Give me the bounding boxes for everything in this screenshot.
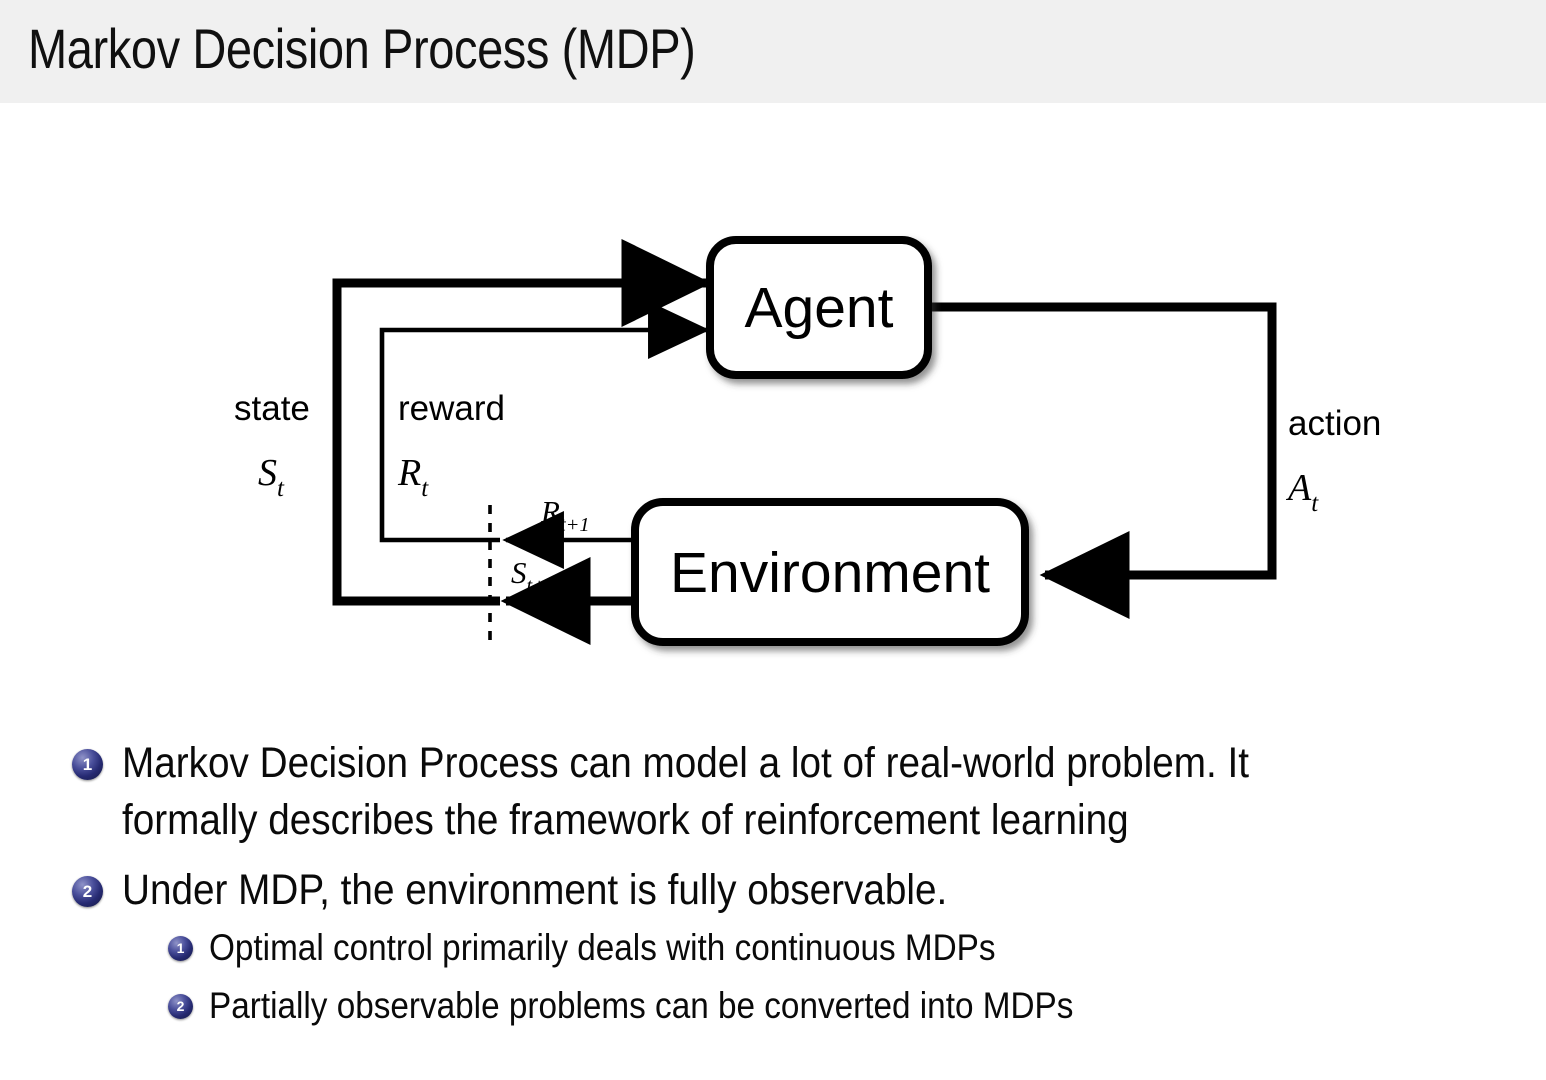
sub-list-item[interactable]: 1 Optimal control primarily deals with c… (96, 924, 1546, 971)
agent-node[interactable]: Agent (706, 236, 932, 379)
reward-next-symbol: Rt+1 (540, 494, 590, 536)
edge-reward-loop (379, 301, 710, 543)
bullet-line: formally describes the framework of rein… (122, 795, 1129, 844)
reward-next-symbol-base: R (540, 494, 560, 529)
bullet-marker-1: 1 (72, 749, 103, 780)
slide-header-band (0, 0, 1546, 103)
bullet-text-2: Under MDP, the environment is fully obse… (122, 862, 1351, 919)
state-symbol-base: S (258, 452, 277, 494)
action-label-group: action At (1285, 404, 1381, 517)
sub-bullet-marker-2: 2 (168, 993, 193, 1019)
sub-bullet-marker-1: 1 (168, 936, 193, 962)
environment-node[interactable]: Environment (631, 498, 1029, 646)
state-label: state (234, 389, 310, 428)
edge-action-loop (930, 302, 1277, 620)
state-symbol-sub: t (277, 475, 285, 502)
reward-next-symbol-sub: t+1 (560, 514, 590, 536)
action-label: action (1288, 404, 1381, 443)
reward-symbol: Rt (397, 452, 429, 502)
sub-list-item[interactable]: 2 Partially observable problems can be c… (96, 982, 1546, 1029)
state-next-symbol: St+1 (511, 555, 556, 597)
state-next-symbol-base: S (511, 555, 527, 590)
state-next-symbol-sub: t+1 (527, 575, 557, 597)
environment-node-label: Environment (670, 541, 990, 605)
sub-bullet-text-2: Partially observable problems can be con… (209, 984, 1074, 1026)
bullet-list: 1 Markov Decision Process can model a lo… (0, 735, 1546, 1029)
sub-bullet-list: 1 Optimal control primarily deals with c… (0, 924, 1546, 1029)
sub-bullet-text-1: Optimal control primarily deals with con… (209, 927, 996, 969)
page-title: Markov Decision Process (MDP) (28, 17, 696, 80)
list-item[interactable]: 2 Under MDP, the environment is fully ob… (0, 862, 1546, 919)
action-symbol-base: A (1285, 467, 1312, 509)
reward-symbol-base: R (397, 452, 421, 494)
action-symbol: At (1285, 467, 1319, 517)
bullet-marker-2: 2 (72, 875, 103, 907)
edge-state-loop (332, 238, 712, 606)
state-next-label-group: St+1 (511, 555, 556, 597)
action-symbol-sub: t (1311, 490, 1319, 517)
agent-node-label: Agent (745, 276, 894, 340)
bullet-text-1: Markov Decision Process can model a lot … (122, 735, 1351, 849)
list-item[interactable]: 1 Markov Decision Process can model a lo… (0, 735, 1546, 849)
reward-symbol-sub: t (421, 475, 429, 502)
reward-label: reward (398, 389, 505, 428)
state-label-group: state St (234, 389, 310, 502)
state-symbol: St (258, 452, 285, 502)
mdp-diagram: Agent Environment state St reward Rt act… (0, 110, 1546, 710)
reward-next-label-group: Rt+1 (540, 494, 590, 536)
bullet-line: Under MDP, the environment is fully obse… (122, 865, 948, 914)
reward-label-group: reward Rt (397, 389, 505, 502)
bullet-line: Markov Decision Process can model a lot … (122, 739, 1250, 787)
